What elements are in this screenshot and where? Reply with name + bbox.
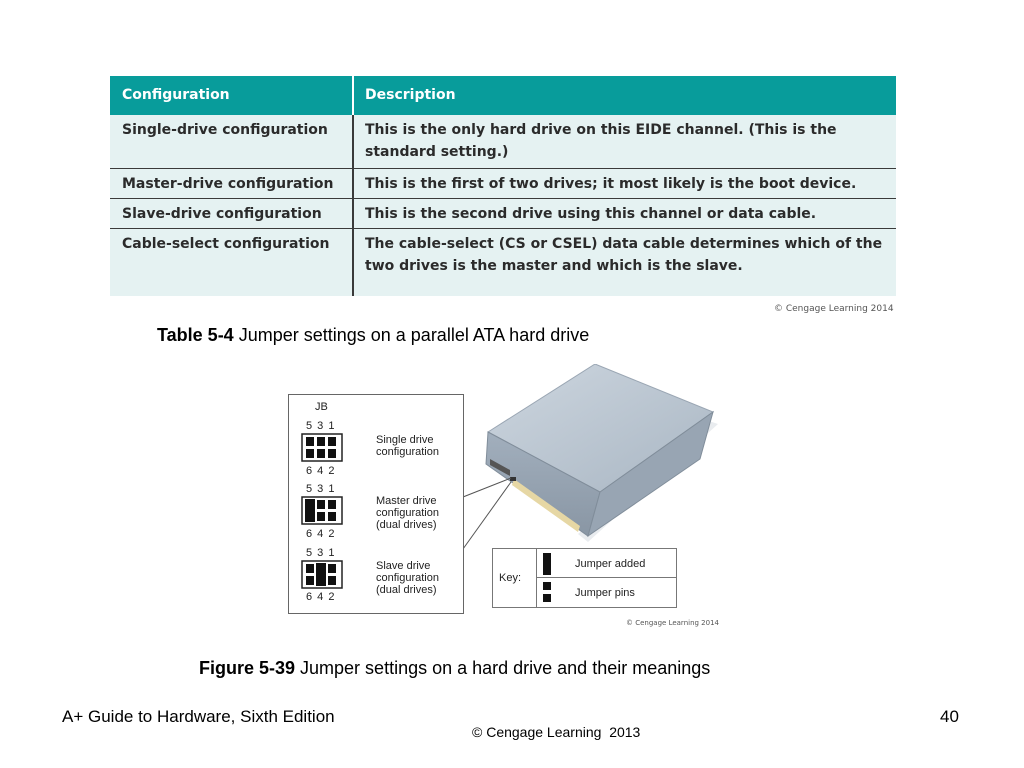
table-header-row: Configuration Description: [110, 76, 896, 115]
row-desc-single: This is the only hard drive on this EIDE…: [365, 122, 837, 160]
figure-caption-label: Figure 5-39: [199, 658, 296, 678]
row-desc-slave: This is the second drive using this chan…: [365, 206, 817, 222]
pin-numbers-top: 5 3 1: [306, 420, 335, 432]
pin-numbers-top: 5 3 1: [306, 483, 335, 495]
key-legend: Key: Jumper added Jumper pins: [492, 548, 677, 608]
column-divider: [352, 76, 354, 296]
table-row: Slave-drive configuration This is the se…: [110, 199, 896, 228]
table-caption: Table 5-4 Jumper settings on a parallel …: [157, 325, 589, 346]
key-label: Key:: [499, 572, 522, 584]
row-divider: [110, 198, 896, 199]
footer-book-title: A+ Guide to Hardware, Sixth Edition: [62, 707, 335, 726]
pin-numbers-bottom: 6 4 2: [306, 528, 335, 540]
table-caption-label: Table 5-4: [157, 325, 234, 345]
pin-numbers-bottom: 6 4 2: [306, 465, 335, 477]
jumper-block-single: [301, 433, 343, 462]
header-column-divider: [352, 76, 354, 115]
table-row: Master-drive configuration This is the f…: [110, 169, 896, 198]
row-divider: [110, 168, 896, 169]
jumper-block-master: [301, 496, 343, 525]
config-single-line2: configuration: [376, 446, 439, 458]
pin-numbers-top: 5 3 1: [306, 547, 335, 559]
config-slave-line2: configuration: [376, 572, 439, 584]
jumper-added-icon: [543, 553, 551, 575]
table-row: Cable-select configuration The cable-sel…: [110, 229, 896, 289]
config-label-single: Single drive configuration: [376, 434, 439, 458]
config-label-slave: Slave drive configuration (dual drives): [376, 560, 439, 596]
key-divider: [536, 577, 676, 578]
row-divider: [110, 228, 896, 229]
figure-credit: © Cengage Learning 2014: [626, 619, 719, 627]
jb-label: JB: [315, 401, 328, 413]
row-config-master: Master-drive configuration: [122, 176, 334, 192]
hard-drive-illustration: [462, 364, 718, 550]
column-header-description: Description: [365, 87, 456, 103]
config-single-line1: Single drive: [376, 434, 434, 446]
footer-copyright: © Cengage Learning 2013: [472, 724, 641, 740]
config-master-line2: configuration: [376, 507, 439, 519]
footer-page-number: 40: [940, 707, 959, 726]
figure-caption: Figure 5-39 Jumper settings on a hard dr…: [199, 658, 710, 679]
config-master-line1: Master drive: [376, 495, 437, 507]
table-credit: © Cengage Learning 2014: [774, 304, 894, 314]
column-header-configuration: Configuration: [122, 87, 230, 103]
jumper-block-panel: JB 5 3 1 6 4 2 Single drive configuratio…: [288, 394, 464, 614]
key-divider: [536, 549, 537, 607]
config-label-master: Master drive configuration (dual drives): [376, 495, 439, 531]
row-desc-cable-select: The cable-select (CS or CSEL) data cable…: [365, 236, 883, 274]
row-config-cable-select: Cable-select configuration: [122, 236, 330, 252]
figure-caption-text: Jumper settings on a hard drive and thei…: [295, 658, 711, 678]
pin-numbers-bottom: 6 4 2: [306, 591, 335, 603]
key-jumper-pins: Jumper pins: [575, 587, 635, 599]
jumper-block-slave: [301, 560, 343, 589]
config-slave-line3: (dual drives): [376, 584, 437, 596]
table-caption-text: Jumper settings on a parallel ATA hard d…: [233, 325, 590, 345]
row-config-single: Single-drive configuration: [122, 122, 328, 138]
config-slave-line1: Slave drive: [376, 560, 431, 572]
jumper-figure: JB 5 3 1 6 4 2 Single drive configuratio…: [288, 364, 728, 634]
jumper-settings-table: Configuration Description Single-drive c…: [110, 76, 896, 296]
row-config-slave: Slave-drive configuration: [122, 206, 322, 222]
row-desc-master: This is the first of two drives; it most…: [365, 176, 857, 192]
key-jumper-added: Jumper added: [575, 558, 646, 570]
jumper-pins-icon: [543, 582, 551, 602]
config-master-line3: (dual drives): [376, 519, 437, 531]
table-row: Single-drive configuration This is the o…: [110, 115, 896, 168]
